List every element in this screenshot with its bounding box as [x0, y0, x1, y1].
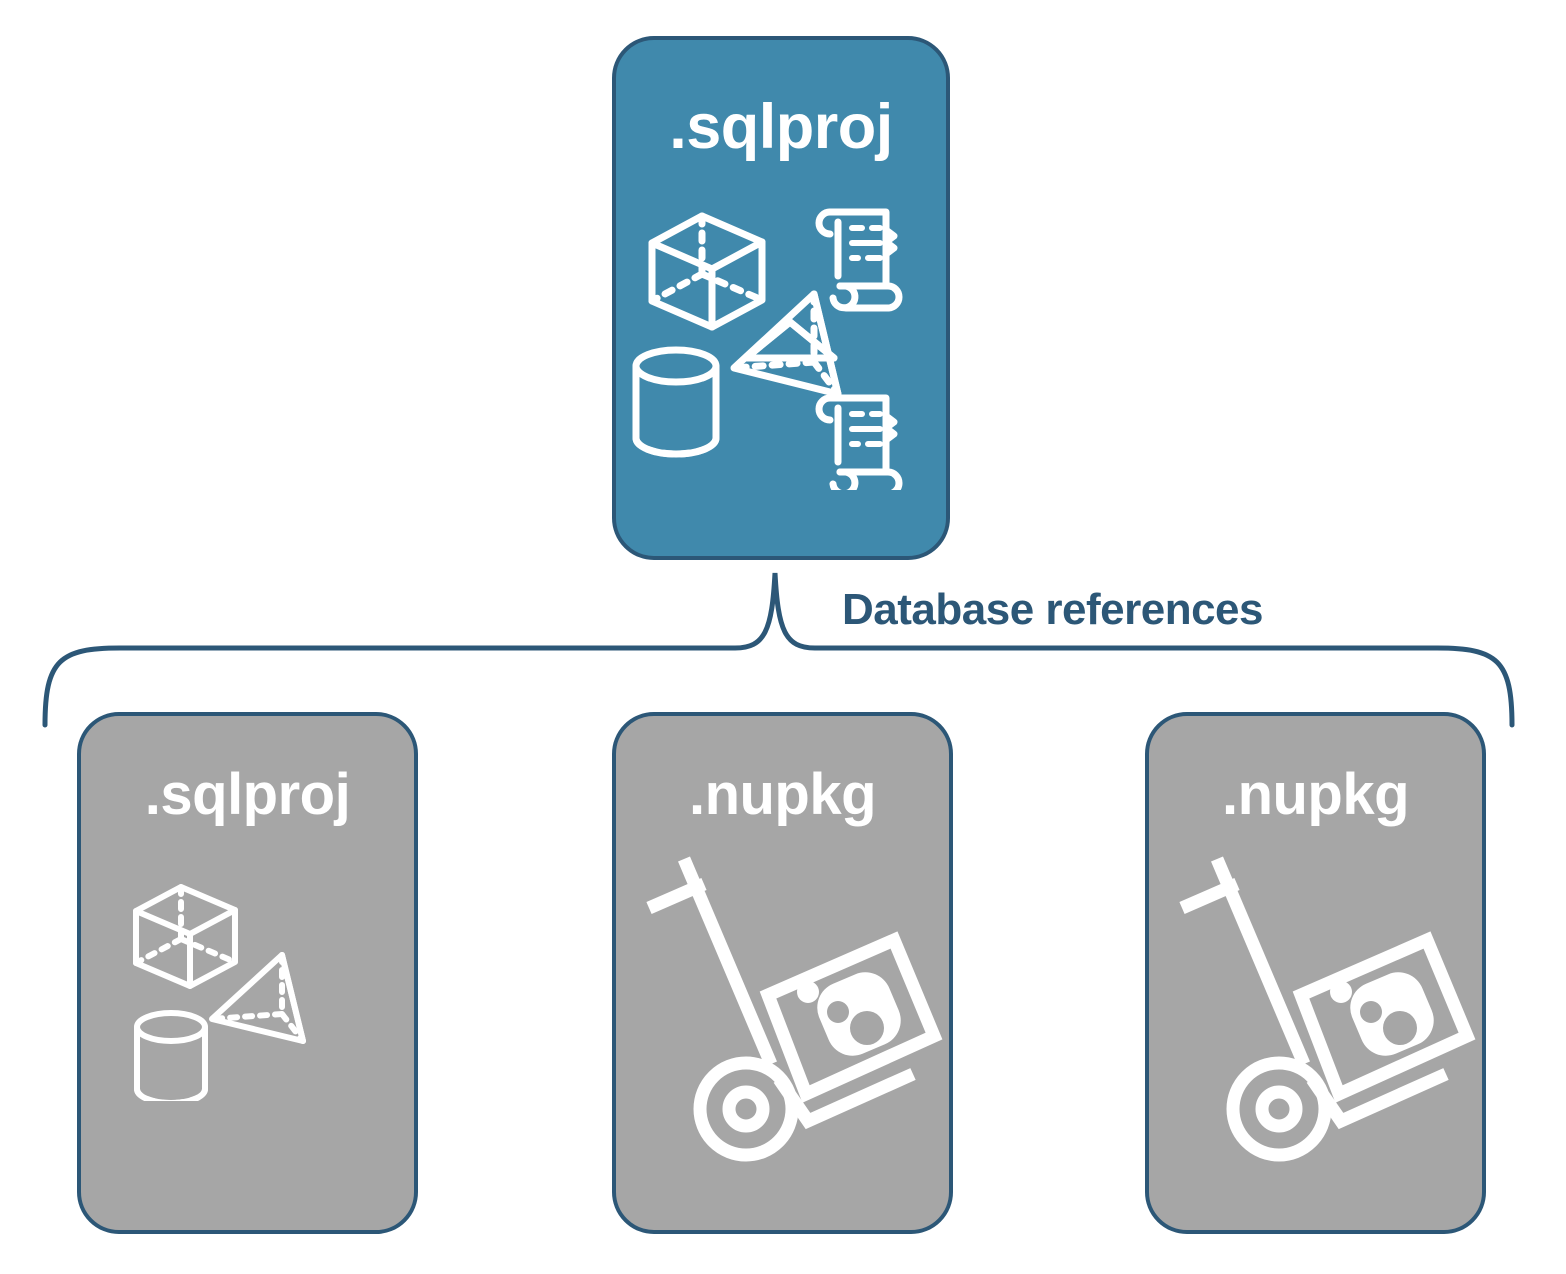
node-nupkg-reference-1[interactable]: .nupkg — [612, 712, 953, 1234]
node-title: .nupkg — [688, 762, 877, 827]
hand-truck-package-icon — [646, 856, 943, 1162]
node-title: .sqlproj — [669, 92, 893, 162]
database-objects-illustration — [133, 884, 306, 1106]
node-nupkg-reference-2[interactable]: .nupkg — [1145, 712, 1486, 1234]
scroll-icon — [815, 208, 903, 312]
connector-label: Database references — [842, 585, 1263, 634]
cube-icon — [133, 884, 238, 989]
cube-icon — [648, 212, 766, 331]
nuget-logo-dot — [1330, 981, 1352, 1003]
hand-truck-package-icon — [1179, 856, 1476, 1162]
scroll-lines — [849, 225, 883, 261]
cylinder-icon — [134, 1010, 208, 1106]
node-sqlproj-reference[interactable]: .sqlproj — [77, 712, 418, 1234]
nuget-logo-dot — [797, 981, 819, 1003]
nuget-logo-holes — [1360, 1001, 1417, 1045]
icon-group-nuget-package — [616, 836, 949, 1166]
node-title: .nupkg — [1221, 762, 1410, 827]
node-sqlproj-root[interactable]: .sqlproj — [612, 36, 950, 560]
nuget-logo-holes — [827, 1001, 884, 1045]
icon-group-database-objects — [616, 190, 946, 498]
icon-group-nuget-package — [1149, 836, 1482, 1166]
database-objects-illustration — [632, 208, 903, 498]
cylinder-icon — [632, 346, 720, 458]
pyramid-icon-main — [730, 290, 842, 398]
node-title: .sqlproj — [144, 762, 351, 827]
scroll-lines — [849, 411, 883, 447]
pyramid-icon — [209, 952, 306, 1044]
icon-group-database-objects — [81, 851, 414, 1106]
